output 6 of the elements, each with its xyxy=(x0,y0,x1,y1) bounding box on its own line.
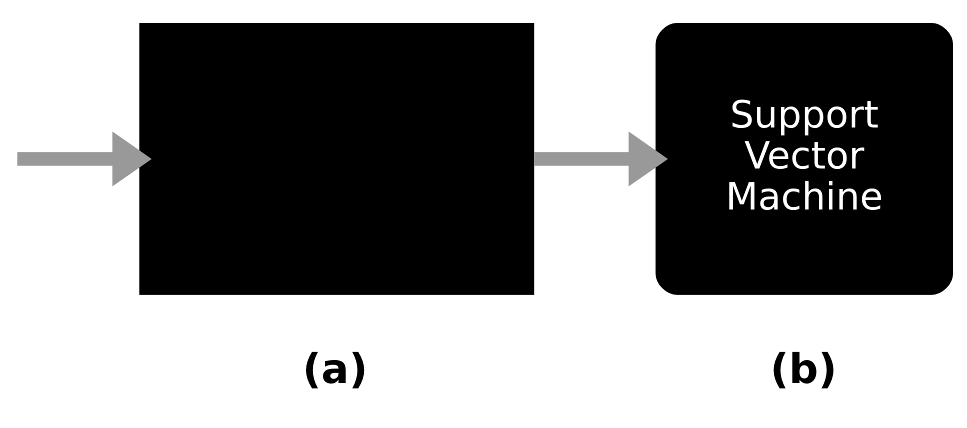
node-label: (b) xyxy=(770,344,836,393)
node-box: Support Vector Machine xyxy=(655,22,953,294)
node-label: (a) xyxy=(302,344,368,393)
arrow xyxy=(533,130,668,186)
node-box xyxy=(138,22,534,294)
arrow xyxy=(16,130,152,186)
